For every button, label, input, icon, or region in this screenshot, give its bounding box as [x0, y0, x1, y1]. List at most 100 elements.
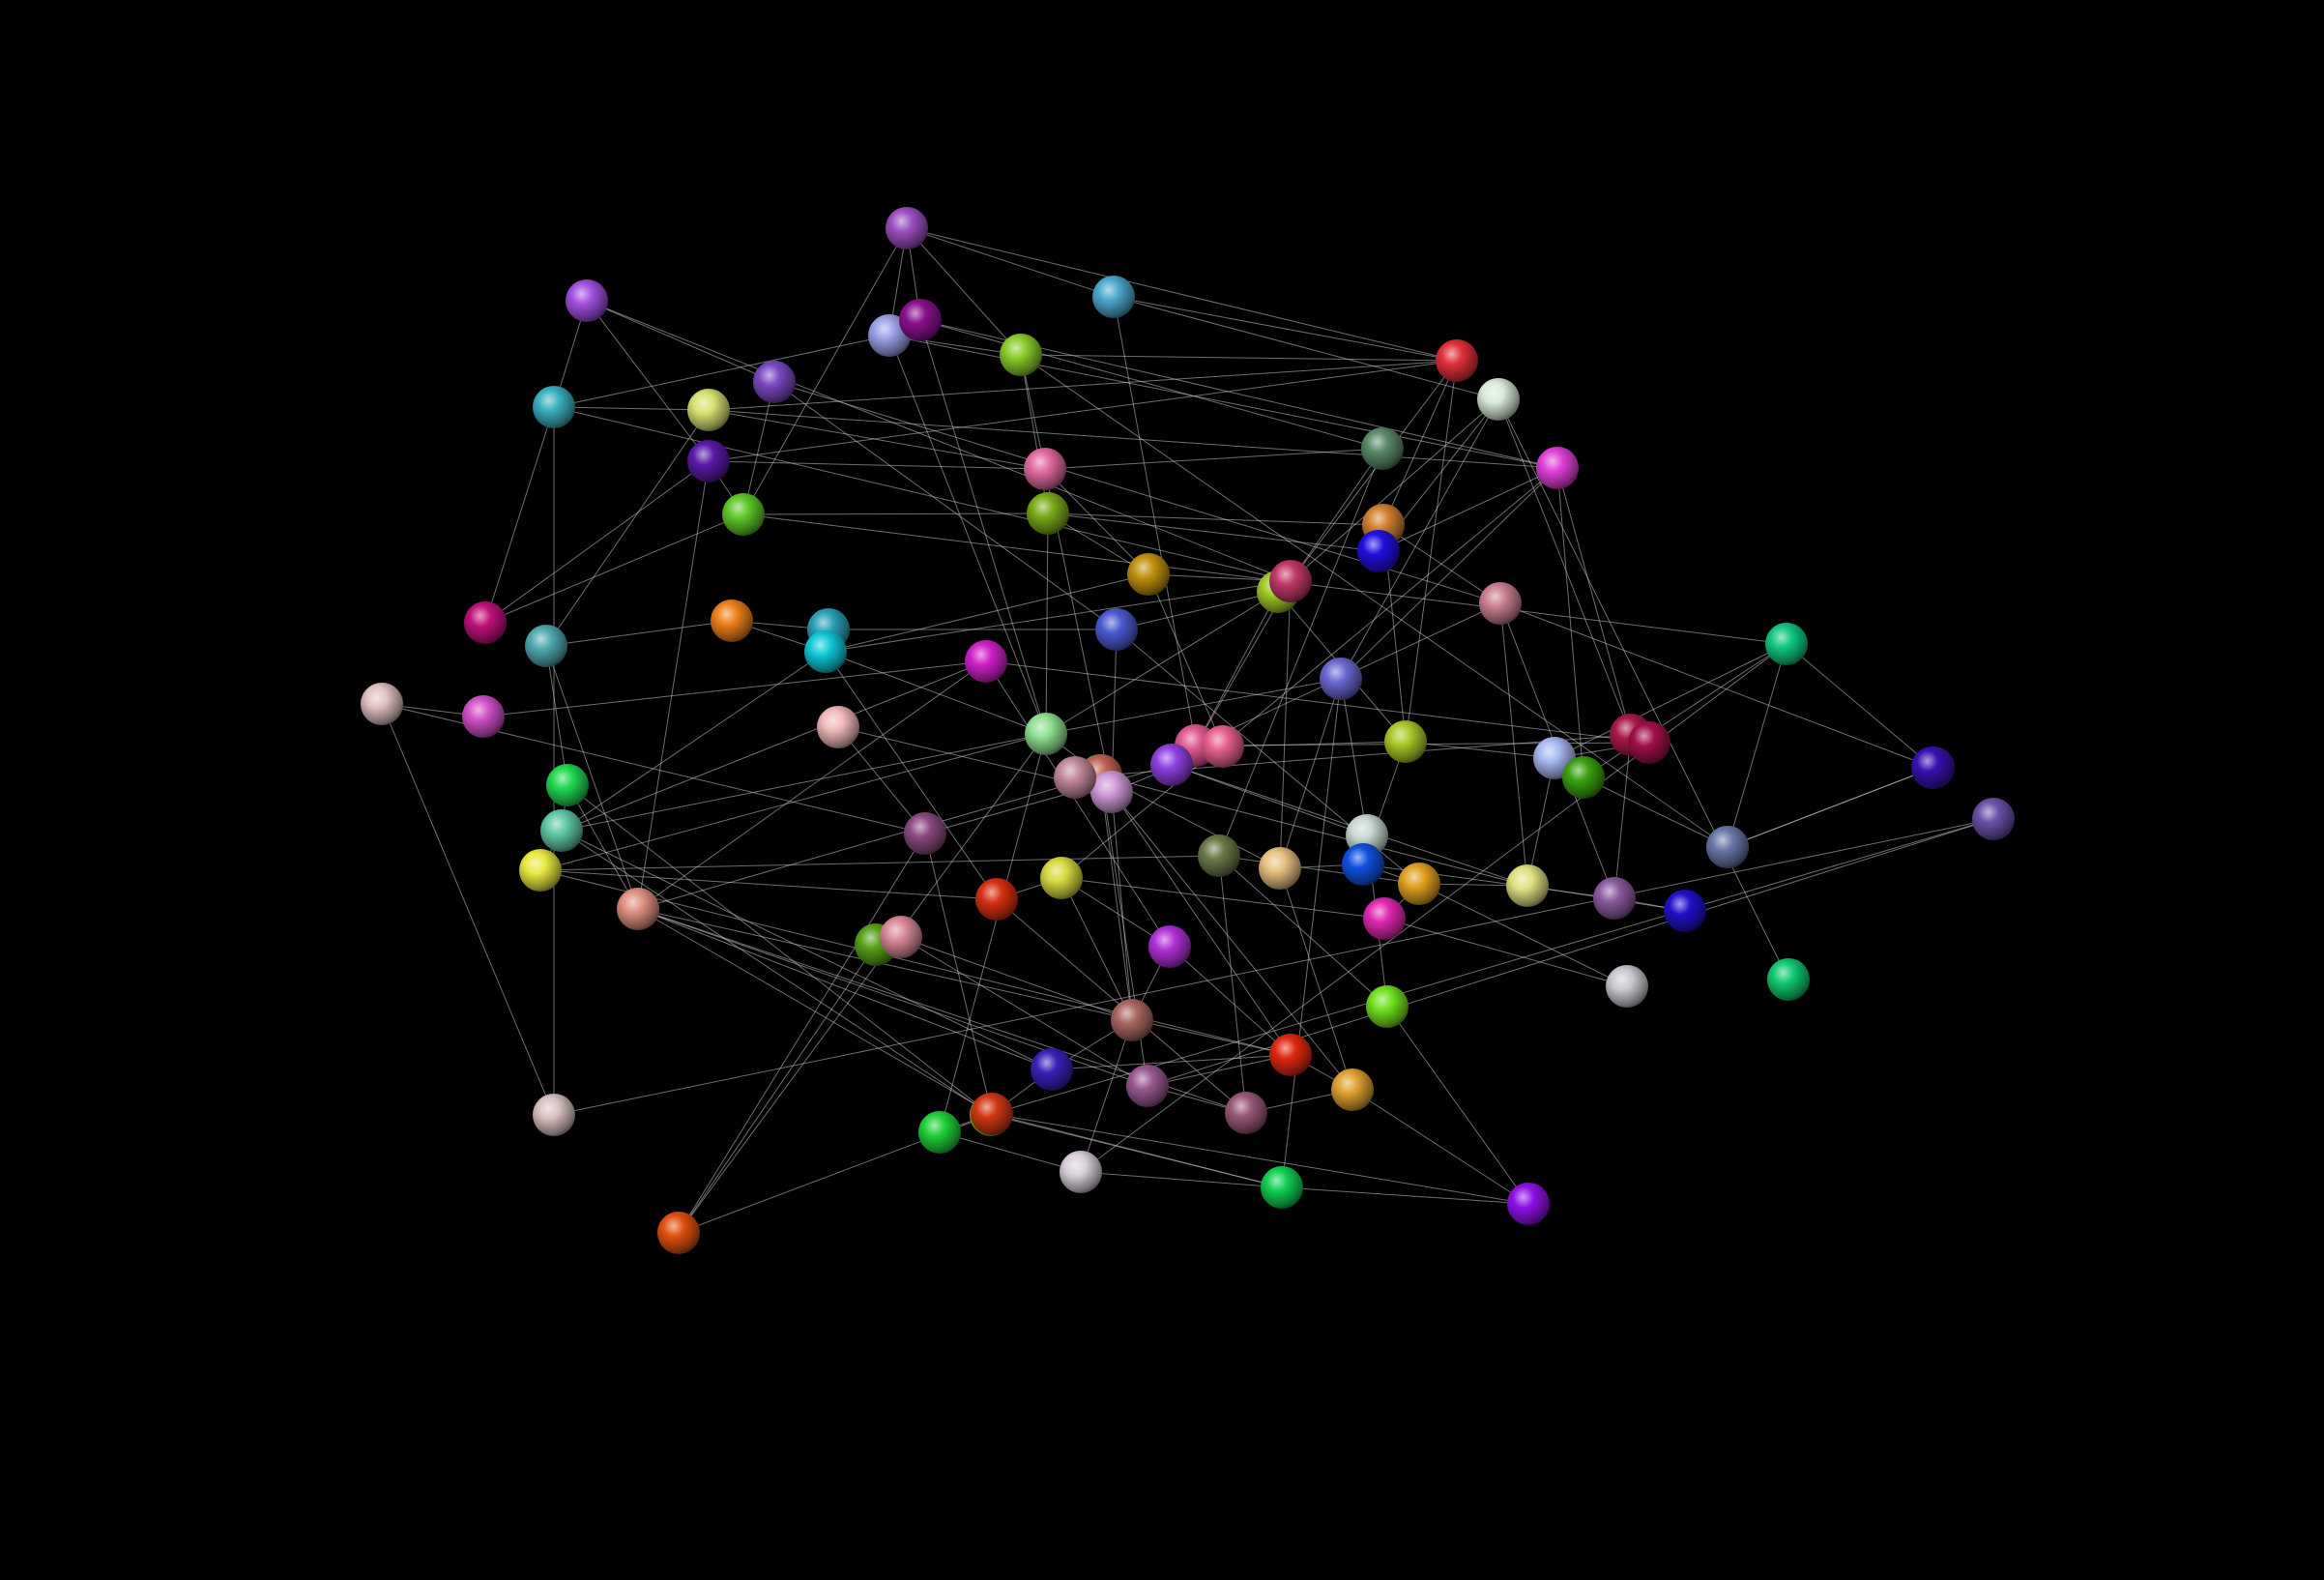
- graph-edge: [1378, 467, 1558, 552]
- graph-edge: [586, 300, 710, 462]
- graph-edge: [1080, 1171, 1283, 1188]
- graph-node: [1398, 863, 1440, 905]
- graph-node: [918, 1111, 961, 1154]
- graph-edge: [1111, 791, 1133, 1021]
- graph-edge: [561, 733, 1047, 832]
- graph-node: [1911, 746, 1954, 789]
- graph-edge: [1051, 1054, 1292, 1070]
- graph-edge: [1113, 296, 1197, 746]
- graph-node: [1090, 771, 1133, 813]
- graph-edge: [1556, 467, 1632, 736]
- graph-edge: [708, 409, 1046, 470]
- graph-edge: [1147, 573, 1224, 747]
- graph-edge: [566, 784, 639, 910]
- graph-edge: [1080, 1019, 1133, 1173]
- graph-edge: [1100, 775, 1292, 1056]
- graph-edge: [1281, 1186, 1529, 1205]
- graph-node: [886, 207, 928, 249]
- graph-edge: [1060, 877, 1171, 948]
- graph-edge: [1405, 360, 1458, 743]
- graph-edge: [545, 620, 733, 647]
- graph-edge: [1116, 591, 1279, 630]
- graph-edge: [1044, 468, 1149, 575]
- graph-edge: [1218, 448, 1383, 857]
- graph-edge: [708, 409, 1558, 469]
- graph-edge: [1340, 398, 1499, 680]
- graph-node: [525, 625, 567, 667]
- graph-edge: [637, 775, 1101, 910]
- graph-edge: [985, 660, 1650, 744]
- graph-edge: [1099, 775, 1528, 887]
- graph-edge: [1113, 296, 1499, 400]
- graph-edge: [1786, 643, 1934, 769]
- graph-node: [804, 630, 847, 673]
- graph-edge: [539, 869, 998, 900]
- graph-edge: [553, 406, 710, 411]
- graph-edge: [484, 513, 744, 624]
- graph-edge: [939, 1131, 1082, 1173]
- graph-node: [1536, 447, 1579, 489]
- graph-edge: [1386, 1006, 1529, 1205]
- graph-edge: [1111, 791, 1353, 1091]
- graph-node: [1357, 530, 1400, 572]
- graph-edge: [586, 300, 775, 383]
- graph-edge: [837, 726, 926, 834]
- graph-edge: [1279, 678, 1342, 869]
- graph-edge: [637, 460, 710, 910]
- graph-edge: [906, 227, 1022, 356]
- graph-node: [1000, 334, 1042, 376]
- graph-node: [1765, 623, 1808, 665]
- graph-node: [533, 1094, 575, 1136]
- graph-node: [1363, 897, 1406, 940]
- graph-edge: [678, 944, 877, 1234]
- graph-edge: [888, 335, 1047, 735]
- graph-node: [1150, 744, 1193, 786]
- graph-node: [1054, 756, 1096, 799]
- graph-edge: [1171, 764, 1368, 836]
- graph-edge: [1727, 643, 1787, 848]
- graph-edge: [545, 645, 639, 910]
- graph-node: [965, 640, 1007, 683]
- graph-edge: [1218, 855, 1247, 1114]
- graph-edge: [1290, 448, 1383, 582]
- graph-node: [753, 361, 796, 403]
- graph-edge: [1583, 643, 1787, 778]
- graph-edge: [1045, 512, 1049, 735]
- graph-node: [1261, 1166, 1303, 1209]
- graph-edge: [900, 936, 1148, 1087]
- graph-node: [1331, 1068, 1374, 1111]
- graph-edge: [825, 580, 1292, 653]
- graph-edge: [991, 818, 1994, 1115]
- graph-edge: [1418, 883, 1628, 987]
- graph-node: [1269, 1034, 1312, 1076]
- graph-edge: [1583, 776, 1728, 848]
- graph-edge: [742, 381, 775, 515]
- graph-node: [540, 809, 583, 852]
- graph-edge: [773, 381, 1118, 630]
- graph-edge: [906, 227, 1458, 362]
- graph-node: [1384, 720, 1427, 763]
- graph-node: [1092, 276, 1135, 318]
- graph-node: [1031, 1048, 1073, 1091]
- graph-edge: [566, 784, 992, 1116]
- graph-edge: [708, 360, 1458, 462]
- graph-edge: [1060, 877, 1385, 920]
- graph-node: [722, 493, 765, 536]
- graph-node: [1664, 890, 1706, 932]
- graph-edge: [1383, 918, 1628, 987]
- graph-edge: [900, 936, 1133, 1021]
- graph-edge: [539, 869, 1292, 1056]
- graph-edge: [1169, 946, 1292, 1056]
- graph-node: [1148, 925, 1191, 968]
- graph-edge: [678, 733, 1047, 1234]
- graph-edge: [1222, 741, 1407, 747]
- graph-edge: [742, 512, 1049, 515]
- graph-node: [1506, 864, 1549, 907]
- graph-edge: [678, 833, 926, 1234]
- graph-edge: [985, 660, 1171, 948]
- graph-edge: [1613, 734, 1632, 899]
- graph-edge: [1499, 602, 1528, 887]
- graph-edge: [991, 1113, 1529, 1205]
- graph-edge: [1047, 512, 1384, 526]
